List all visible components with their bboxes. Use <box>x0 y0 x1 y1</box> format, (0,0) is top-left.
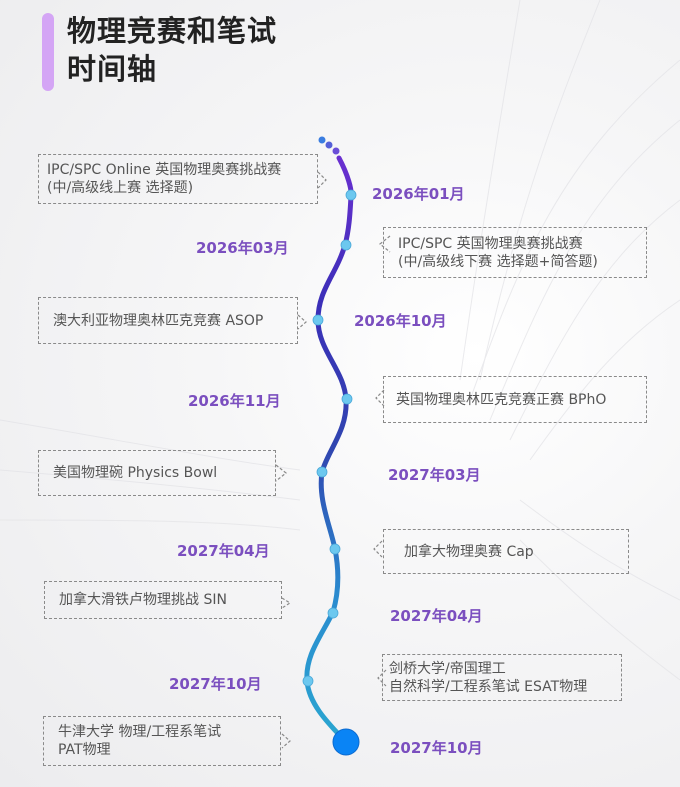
timeline-node <box>312 314 324 326</box>
event-card: 英国物理奥林匹克竞赛正赛 BPhO <box>383 376 647 423</box>
timeline-node <box>345 189 357 201</box>
event-card: IPC/SPC 英国物理奥赛挑战赛 (中/高级线下赛 选择题+简答题) <box>383 227 647 278</box>
event-date: 2026年01月 <box>372 185 465 203</box>
event-card: 加拿大滑铁卢物理挑战 SIN <box>44 581 282 619</box>
timeline-node <box>341 393 353 405</box>
event-subtitle: (中/高级线下赛 选择题+简答题) <box>398 253 598 270</box>
event-subtitle: PAT物理 <box>58 742 111 758</box>
timeline-node <box>329 543 341 555</box>
timeline-node <box>340 239 352 251</box>
title-accent-bar <box>42 13 54 91</box>
event-card: 加拿大物理奥赛 Cap <box>383 529 629 574</box>
event-title: 加拿大滑铁卢物理挑战 SIN <box>59 592 227 608</box>
event-title: 美国物理碗 Physics Bowl <box>53 465 218 481</box>
title-line-2: 时间轴 <box>67 52 158 86</box>
end-node-icon <box>332 728 360 756</box>
start-dot-icon <box>332 147 340 155</box>
start-dot-icon <box>325 141 333 149</box>
event-card: 澳大利亚物理奥林匹克竞赛 ASOP <box>38 297 298 344</box>
event-subtitle: 自然科学/工程系笔试 ESAT物理 <box>389 678 588 695</box>
event-card: IPC/SPC Online 英国物理奥赛挑战赛 (中/高级线上赛 选择题) <box>38 154 318 204</box>
event-date: 2027年03月 <box>388 466 481 484</box>
event-date: 2027年04月 <box>177 542 270 560</box>
event-title: 英国物理奥林匹克竞赛正赛 BPhO <box>396 391 607 408</box>
start-dot-icon <box>318 136 326 144</box>
title-line-1: 物理竞赛和笔试 <box>67 14 278 48</box>
event-date: 2026年10月 <box>354 312 447 330</box>
event-date: 2026年11月 <box>188 392 281 410</box>
event-card: 剑桥大学/帝国理工 自然科学/工程系笔试 ESAT物理 <box>382 654 622 701</box>
event-title: 澳大利亚物理奥林匹克竞赛 ASOP <box>53 312 264 329</box>
event-card: 美国物理碗 Physics Bowl <box>38 450 276 496</box>
event-title: 剑桥大学/帝国理工 <box>389 660 506 677</box>
event-title: IPC/SPC 英国物理奥赛挑战赛 <box>398 235 583 252</box>
timeline-node <box>302 675 314 687</box>
event-date: 2026年03月 <box>196 239 289 257</box>
event-subtitle: (中/高级线上赛 选择题) <box>47 180 194 196</box>
event-date: 2027年10月 <box>169 675 262 693</box>
page-title: 物理竞赛和笔试 时间轴 <box>67 12 277 88</box>
event-title: 牛津大学 物理/工程系笔试 <box>58 724 222 740</box>
timeline-node <box>327 607 339 619</box>
event-date: 2027年04月 <box>390 607 483 625</box>
event-card: 牛津大学 物理/工程系笔试 PAT物理 <box>43 716 281 766</box>
timeline-node <box>316 466 328 478</box>
event-date: 2027年10月 <box>390 739 483 757</box>
event-title: IPC/SPC Online 英国物理奥赛挑战赛 <box>47 162 282 178</box>
event-title: 加拿大物理奥赛 Cap <box>404 543 534 560</box>
